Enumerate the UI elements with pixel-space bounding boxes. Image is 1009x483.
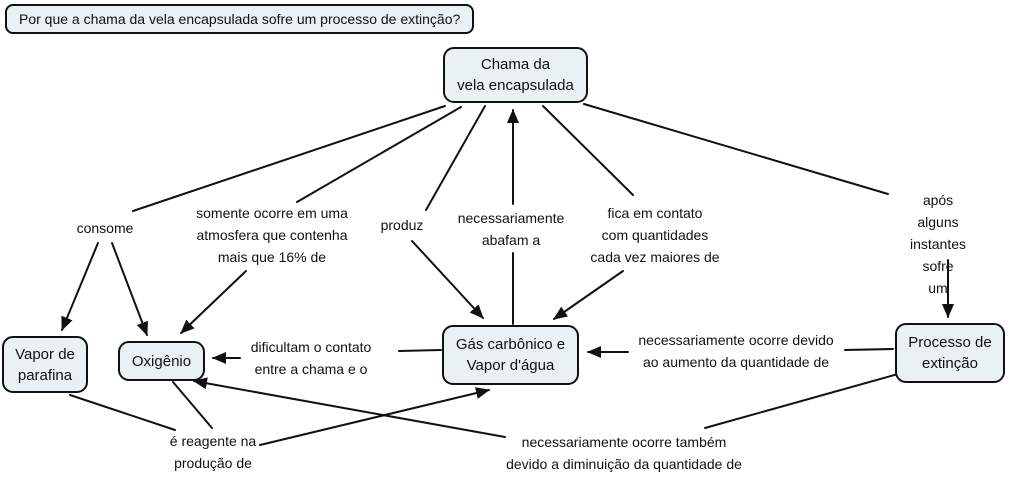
arrow-somente-oxigenio bbox=[180, 270, 247, 334]
edge-label-apos-alguns[interactable]: após alguns instantes sofre um bbox=[909, 192, 967, 296]
node-chama-da-vela-encapsulada[interactable]: Chama da vela encapsulada bbox=[443, 47, 588, 103]
question-text: Por que a chama da vela encapsulada sofr… bbox=[19, 11, 461, 27]
edge-gas-dificultam bbox=[398, 349, 442, 352]
edge-processo-ocorre-tambem bbox=[704, 373, 899, 429]
edge-label-dificultam[interactable]: dificultam o contato entre a chama e o bbox=[250, 339, 372, 377]
arrow-ocorre-tambem-oxigenio bbox=[193, 377, 506, 438]
question-box[interactable]: Por que a chama da vela encapsulada sofr… bbox=[5, 4, 475, 34]
edge-chama-apos bbox=[583, 103, 889, 195]
edge-label-abafam[interactable]: necessariamente abafam a bbox=[457, 210, 565, 248]
arrow-produz-gas bbox=[411, 240, 484, 319]
edge-processo-ocorre-devido bbox=[844, 348, 894, 351]
edge-oxigenio-reagente bbox=[172, 381, 213, 429]
edge-label-consome[interactable]: consome bbox=[76, 220, 134, 236]
arrow-reagente-gas bbox=[259, 387, 490, 446]
edge-label-ocorre-devido[interactable]: necessariamente ocorre devido ao aumento… bbox=[638, 332, 834, 370]
arrow-consome-vapor bbox=[61, 242, 99, 331]
node-processo-de-extincao[interactable]: Processo de extinção bbox=[895, 323, 1005, 383]
edge-chama-somente bbox=[296, 106, 462, 203]
edge-label-produz[interactable]: produz bbox=[380, 217, 424, 233]
node-gas-carbonico-vapor-dagua[interactable]: Gás carbônico e Vapor d'água bbox=[442, 325, 579, 385]
edge-label-somente-ocorre[interactable]: somente ocorre em uma atmosfera que cont… bbox=[196, 205, 348, 265]
edge-label-reagente[interactable]: é reagente na produção de bbox=[169, 433, 257, 471]
arrow-fica-gas bbox=[553, 270, 624, 320]
node-oxigenio[interactable]: Oxigênio bbox=[118, 341, 205, 381]
edge-chama-consome bbox=[132, 105, 446, 212]
arrow-consome-oxigenio bbox=[111, 242, 148, 336]
edge-chama-produz bbox=[425, 105, 486, 211]
edge-vapor-reagente bbox=[69, 394, 176, 431]
node-vapor-de-parafina[interactable]: Vapor de parafina bbox=[2, 336, 88, 393]
edge-label-ocorre-tambem[interactable]: necessariamente ocorre também devido a d… bbox=[506, 434, 742, 472]
edge-label-fica-em-contato[interactable]: fica em contato com quantidades cada vez… bbox=[590, 205, 720, 265]
edge-chama-fica bbox=[542, 105, 634, 196]
